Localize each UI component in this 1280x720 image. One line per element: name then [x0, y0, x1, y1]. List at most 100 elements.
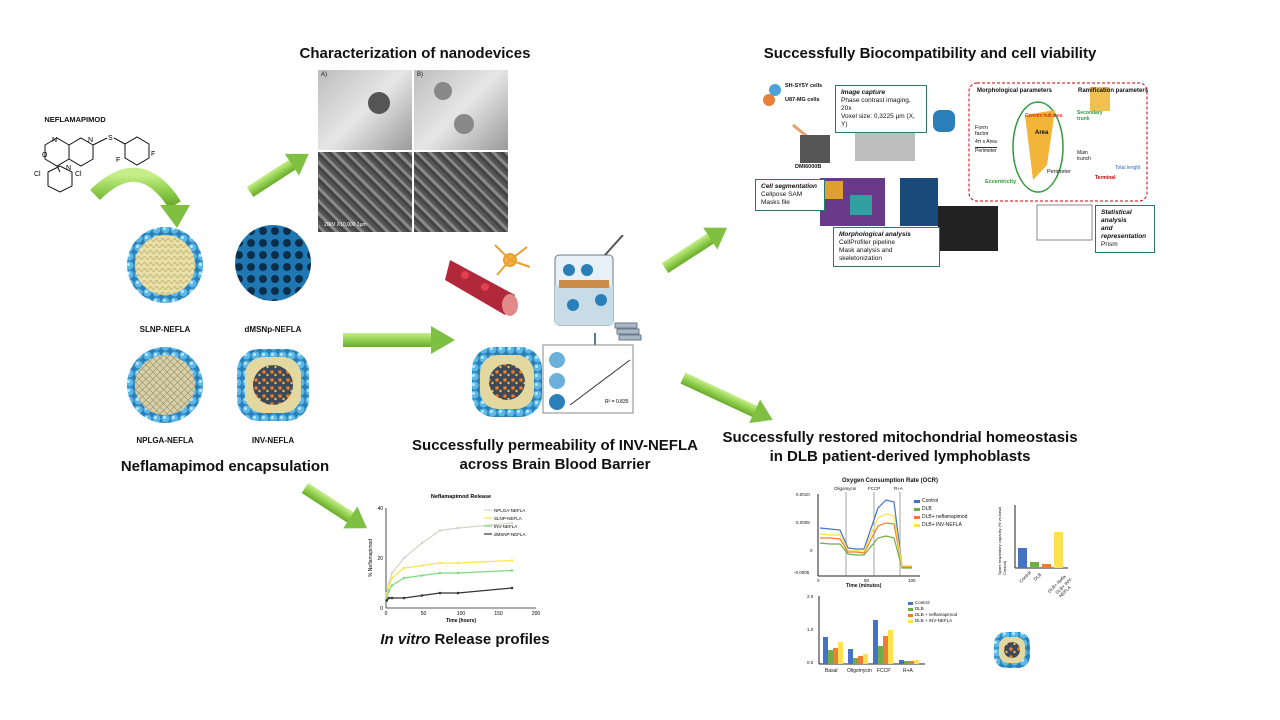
mitochondria-title-line1: Successfully restored mitochondrial home…: [722, 429, 1078, 446]
ocr-legend-control: Control: [922, 498, 939, 504]
release-ytick: 0: [380, 606, 383, 612]
seg-line2: Masks file: [761, 199, 790, 206]
ocr-ytick: 0.0005: [796, 520, 810, 525]
release-legend-label: SLNP-NEFLA: [494, 516, 522, 521]
sem-image-c: 20kV X10,000 1μm: [318, 152, 412, 232]
bar: [848, 649, 853, 664]
ff-formula-bottom: Perimeter: [975, 147, 997, 154]
morph-params-label: Morphological parameters: [977, 88, 1053, 94]
tem-label-b: B): [417, 72, 423, 78]
bar: [828, 650, 833, 664]
tem-particle: [454, 114, 474, 134]
release-point: [510, 569, 514, 572]
segmentation-box: Cell segmentation Cellpose SAM Masks fil…: [755, 179, 825, 211]
release-point: [402, 556, 406, 560]
plot-thumb: [549, 352, 565, 368]
astrocyte: [494, 244, 531, 276]
prism-label: Prism: [1101, 241, 1118, 248]
bar: [899, 660, 904, 664]
arrow-to-biocompat: [661, 227, 728, 274]
release-point: [385, 599, 389, 602]
bar-group-oligomycin: [848, 649, 868, 664]
atom-cl1: Cl: [34, 171, 41, 178]
bar: [904, 661, 909, 664]
release-point: [402, 576, 406, 580]
ocr-legend-dlb: DLB: [922, 506, 932, 512]
ocr-ytick: -0.0005: [794, 570, 810, 575]
morph-analysis-box: Morphological analysis CellProfiler pipe…: [833, 227, 940, 267]
bar-xtick-ra: R+A: [903, 668, 913, 674]
spare-bar-nefla: [1042, 564, 1051, 568]
release-point: [456, 591, 460, 595]
spare-bar-control: [1018, 548, 1027, 568]
cell-icon: [769, 84, 781, 96]
tem-label-a: A): [321, 72, 327, 78]
nplga-label: NPLGA-NEFLA: [136, 436, 194, 445]
ff-formula-top: 4π x Area: [975, 139, 997, 145]
seg-line1: Cellpose SAM: [761, 191, 803, 198]
release-ylabel: % Neflamapimod: [368, 539, 374, 577]
bar-xtick-oligomycin: Oligomycin: [847, 668, 872, 674]
spare-capacity-chart: Control DLB DLB+ Nefla DLB+ INV-NEFLA Sp…: [990, 500, 1073, 599]
atom-f1: F: [116, 157, 120, 164]
ocr-legend-inv: DLB+ INV-NEFLA: [922, 522, 962, 528]
morph-title: Morphological analysis: [839, 231, 911, 238]
bar-xtick-basal: Basal: [825, 668, 838, 674]
inv-nanoparticle-small: [994, 632, 1030, 668]
morph-line2: Mask analysis and skeletonization: [839, 247, 893, 262]
sln-nanoparticle: [127, 227, 203, 303]
release-point: [420, 574, 424, 577]
bar: [823, 637, 828, 664]
mask-image: [900, 178, 938, 226]
mini-chart: [1036, 204, 1093, 241]
spare-bar-dlb: [1030, 562, 1039, 568]
cell-drawing: [1090, 87, 1110, 111]
spare-bar-inv: [1054, 532, 1063, 568]
cell-shape: [1025, 110, 1055, 180]
bar: [858, 656, 863, 664]
legend-swatch-nefla: [914, 516, 920, 519]
morph-line1: CellProfiler pipeline: [839, 239, 895, 246]
ocr-title: Oxygen Consumption Rate (OCR): [841, 478, 938, 484]
bar-legend-inv: DLB + INV-NEFLA: [915, 618, 953, 623]
arrow-to-bbb: [343, 326, 455, 354]
injection-oligomycin: Oligomycin: [834, 486, 857, 491]
release-point: [387, 596, 391, 600]
release-line-slnp-nefla: [386, 559, 513, 596]
bar-group-basal: [823, 637, 843, 664]
inv-nanoparticle-large: [472, 347, 542, 417]
biocompatibility-title: Successfully Biocompatibility and cell v…: [763, 45, 1097, 62]
ocr-ytick: 0.0010: [796, 492, 810, 497]
release-title-rest: Release profiles: [430, 631, 550, 648]
atom-s: S: [108, 135, 113, 142]
dmsn-label: dMSNp-NEFLA: [244, 325, 302, 334]
permeability-title-line1: Successfully permeability of INV-NEFLA: [412, 437, 698, 454]
atom-f2: F: [151, 151, 155, 158]
bar-xtick-fccp: FCCP: [877, 668, 891, 674]
sem-scale: 20kV X10,000 1μm: [324, 222, 367, 228]
release-point: [456, 561, 460, 565]
release-point: [456, 571, 460, 575]
release-point: [390, 571, 394, 575]
ocr-line-inv: [819, 513, 912, 567]
eccentricity-label: Eccentricity: [985, 179, 1017, 185]
release-point: [387, 584, 391, 587]
bar-plot: [818, 596, 925, 665]
microscope-icon: [800, 135, 830, 163]
r2-value: R² = 0.835: [605, 399, 629, 405]
release-ytick: 20: [377, 556, 383, 562]
molecule-name: NEFLAMAPIMOD: [44, 115, 106, 124]
bar: [853, 658, 858, 664]
bar: [838, 642, 843, 664]
inv-nanoparticle: [237, 349, 309, 421]
release-point: [438, 591, 442, 595]
bbb-illustration: R² = 0.835: [445, 235, 642, 414]
parameters-frame: [968, 82, 1148, 202]
ocr-chart: Oxygen Consumption Rate (OCR) Oligomycin…: [790, 478, 970, 590]
molecule-structure: N O N N S F F Cl Cl: [34, 135, 155, 193]
capture-title: Image capture: [841, 89, 886, 96]
statistics-box: Statistical analysis and representation …: [1095, 205, 1155, 253]
workflow-graphics: [763, 82, 1148, 251]
bar-ytick: 0.0: [807, 660, 814, 665]
spare-ylabel: Spare respiratory capacity (% vs basal C…: [997, 506, 1007, 575]
